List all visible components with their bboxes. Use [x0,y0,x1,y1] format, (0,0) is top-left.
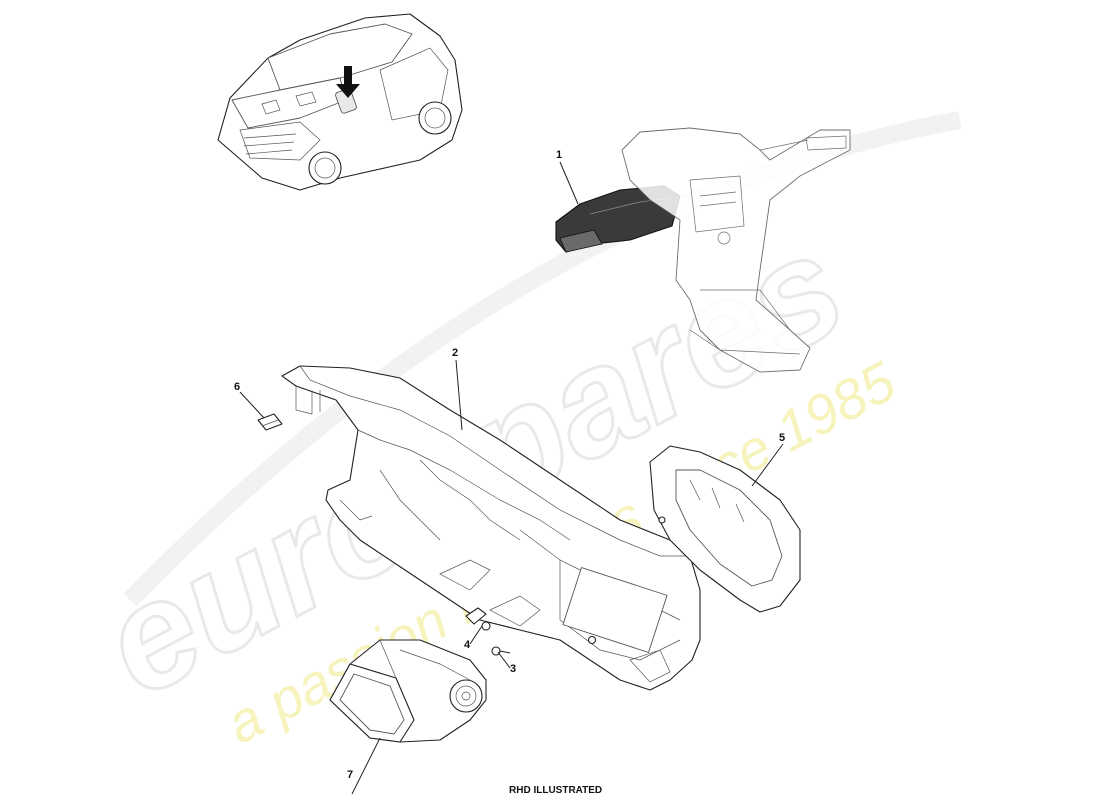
diagram-caption: RHD ILLUSTRATED [509,785,602,796]
part-7-vent-duct [329,639,487,743]
callout-labels: 1 2 3 4 5 6 7 [234,149,785,781]
down-arrow-icon [336,66,360,98]
locator-car [217,13,463,191]
part-1-upper-trim [555,185,681,253]
callout-3: 3 [510,663,516,675]
callout-1: 1 [556,149,562,161]
part-5-vent-surround [649,445,801,613]
watermark: eurospares a passion for parts since 198… [75,111,962,756]
leader-lines [239,161,784,795]
callout-4: 4 [464,639,471,651]
dashboard-console-ghost [621,127,851,373]
callout-6: 6 [234,381,240,393]
part-2-dash-moulding [281,365,701,691]
part-6-clip [257,413,283,431]
part-4-clip [465,607,491,631]
fastener-extra [587,635,597,645]
callout-7: 7 [347,769,353,781]
callout-2: 2 [452,347,458,359]
part-3-screw [491,646,511,656]
callout-5: 5 [779,432,785,444]
